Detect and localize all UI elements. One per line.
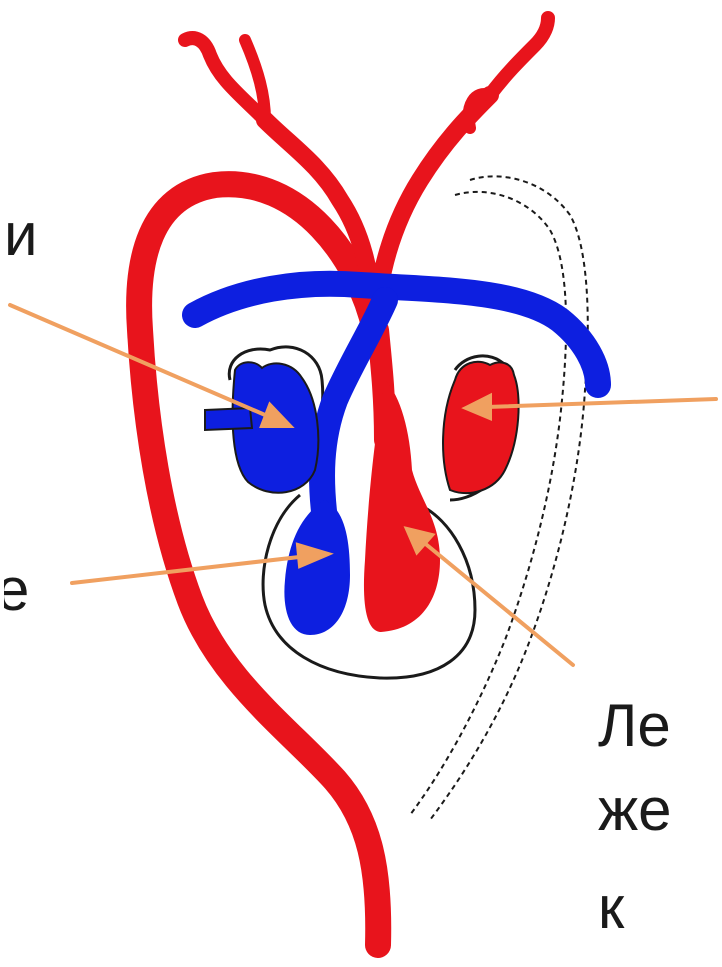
arrow-right-ventricle (422, 541, 573, 665)
dashed-outline-outer (430, 176, 588, 820)
right-ventricle-blue (284, 500, 350, 635)
label-right-bottom-line3: к (598, 878, 624, 938)
label-upper-left-fragment: и (4, 205, 38, 265)
arrow-right-atrium (487, 399, 716, 407)
branch-right-1 (490, 18, 548, 95)
label-right-bottom-line2: же (598, 780, 672, 840)
label-right-bottom-line1: Ле (598, 696, 671, 756)
left-atrium-inlet (205, 408, 252, 430)
dashed-outline (410, 176, 588, 820)
right-atrium (443, 362, 519, 493)
label-lower-left-fragment: е (0, 560, 29, 620)
